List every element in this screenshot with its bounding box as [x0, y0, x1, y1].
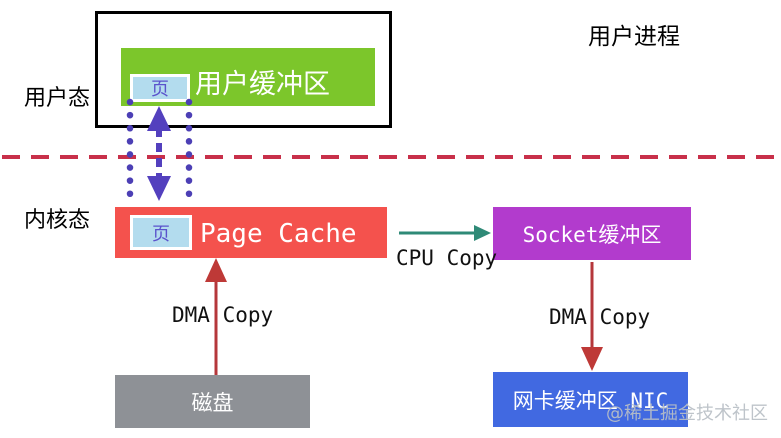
disk-box: 磁盘	[115, 375, 310, 428]
dma-copy-nic-label: DMA Copy	[549, 305, 651, 329]
kernel-page-chip: 页	[130, 215, 192, 250]
kernel-mode-label: 内核态	[24, 208, 91, 233]
page-cache-label: Page Cache	[200, 219, 357, 249]
watermark: @稀土掘金技术社区	[606, 403, 768, 424]
user-page-chip: 页	[130, 74, 190, 102]
cpu-copy-label: CPU Copy	[396, 246, 498, 270]
user-buffer-label: 用户缓冲区	[195, 69, 330, 100]
cpu-copy-arrow	[399, 225, 491, 241]
user-mode-label: 用户态	[24, 86, 91, 111]
socket-buffer-box: Socket缓冲区	[493, 207, 691, 260]
dma-copy-disk-label: DMA Copy	[172, 303, 274, 327]
user-process-title: 用户进程	[588, 24, 680, 50]
nic-buffer-box: 网卡缓冲区 NIC	[493, 372, 688, 427]
